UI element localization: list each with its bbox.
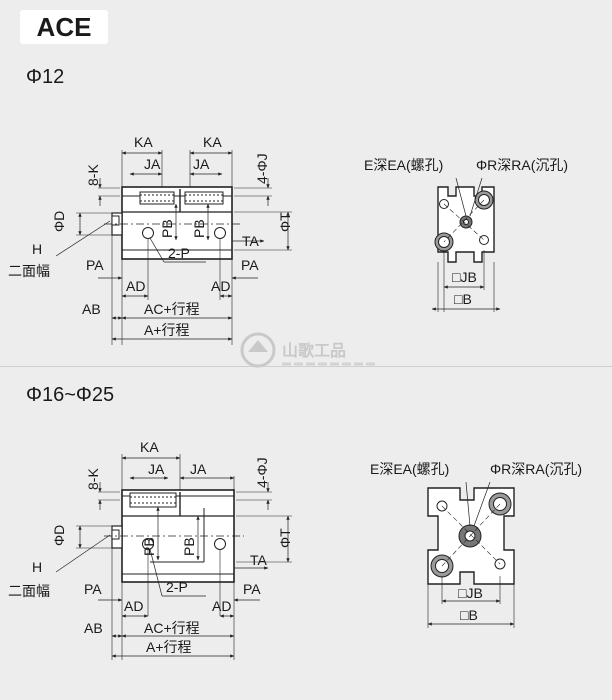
side-view-small-labels: KA KA JA JA 8-K 4-ΦJ ΦD ΦT H 二面幅 PA PA 2… <box>8 134 293 338</box>
dim-AD-left: AD <box>126 278 145 294</box>
hex-note: 二面幅 <box>8 263 50 279</box>
bolt-section-right <box>184 191 224 205</box>
hex-note: 二面幅 <box>8 583 50 599</box>
end-B-label: □B <box>460 607 478 623</box>
dim-KA-right: KA <box>203 134 222 150</box>
dim-rod-T: ΦT <box>277 528 293 548</box>
end-B-label: □B <box>454 291 472 307</box>
dim-PB-2: PB <box>181 537 197 556</box>
dim-KA-left: KA <box>134 134 153 150</box>
dim-PA-left: PA <box>84 581 102 597</box>
dim-JA-left: JA <box>144 156 161 172</box>
dim-P: 2-P <box>168 245 190 261</box>
dim-TA: TA <box>242 233 260 249</box>
end-view-large <box>427 481 515 628</box>
side-view-large-labels: KA JA JA 8-K 4-ΦJ ΦD ΦT H 二面幅 PA PA 2-P … <box>8 439 293 655</box>
dim-A: A+行程 <box>146 639 192 655</box>
bore-label-large: Φ16~Φ25 <box>26 384 115 406</box>
series-badge: ACE <box>20 10 108 44</box>
end-view-large-labels: E深EA(螺孔) ΦR深RA(沉孔) □JB □B <box>370 461 582 623</box>
port-circle-right <box>214 538 226 550</box>
dim-JA-right: JA <box>190 461 207 477</box>
dim-port-K: 8-K <box>85 164 101 186</box>
dim-JA-left: JA <box>148 461 165 477</box>
dim-TA: TA <box>250 552 268 568</box>
section-divider <box>0 366 612 367</box>
port-circle-left <box>142 227 154 239</box>
dim-AC: AC+行程 <box>144 301 200 317</box>
end-JB-label: □JB <box>452 269 477 285</box>
dim-AC: AC+行程 <box>144 620 200 636</box>
dim-A: A+行程 <box>144 322 190 338</box>
thread-top-left <box>436 500 448 512</box>
side-view-large <box>55 454 292 660</box>
hex-flat <box>111 215 120 226</box>
bore-label-small: Φ12 <box>26 66 65 88</box>
end-thread-label: E深EA(螺孔) <box>364 157 443 173</box>
end-counterbore-label: ΦR深RA(沉孔) <box>476 157 568 173</box>
side-view-small <box>55 150 292 345</box>
dim-KA: KA <box>140 439 159 455</box>
dim-hole-J: 4-ΦJ <box>254 457 270 488</box>
end-JB-label: □JB <box>458 585 483 601</box>
port-circle-left <box>142 538 154 550</box>
dim-PB-1: PB <box>159 219 175 238</box>
dim-port-K: 8-K <box>85 468 101 490</box>
dim-AD-right: AD <box>211 278 230 294</box>
dim-hex-H: H <box>32 241 42 257</box>
dim-PA-right: PA <box>243 581 261 597</box>
watermark: 山歌工品 <box>240 332 378 368</box>
dim-hole-J: 4-ΦJ <box>254 153 270 184</box>
bolt-section-left <box>139 191 175 205</box>
bolt-section <box>129 492 177 508</box>
dim-PB-1: PB <box>141 537 157 556</box>
dim-hex-H: H <box>32 559 42 575</box>
dim-AB: AB <box>82 301 101 317</box>
dim-bore-D: ΦD <box>51 525 67 546</box>
end-view-small <box>431 177 501 312</box>
dim-P: 2-P <box>166 579 188 595</box>
thread-top-left <box>439 199 449 209</box>
end-thread-label: E深EA(螺孔) <box>370 461 449 477</box>
dim-PA-right: PA <box>241 257 259 273</box>
thread-bottom-right <box>494 558 506 570</box>
end-counterbore-label: ΦR深RA(沉孔) <box>490 461 582 477</box>
hex-flat <box>111 529 120 540</box>
end-view-small-labels: E深EA(螺孔) ΦR深RA(沉孔) □JB □B <box>364 157 568 307</box>
dim-AB: AB <box>84 620 103 636</box>
dim-PB-2: PB <box>191 219 207 238</box>
dim-JA-right: JA <box>193 156 210 172</box>
dim-rod-T: ΦT <box>277 212 293 232</box>
dim-AD-right: AD <box>212 598 231 614</box>
dim-PA-left: PA <box>86 257 104 273</box>
port-circle-right <box>214 227 226 239</box>
dim-AD-left: AD <box>124 598 143 614</box>
thread-bottom-right <box>479 235 489 245</box>
dim-bore-D: ΦD <box>51 211 67 232</box>
watermark-text: 山歌工品 <box>282 341 346 360</box>
